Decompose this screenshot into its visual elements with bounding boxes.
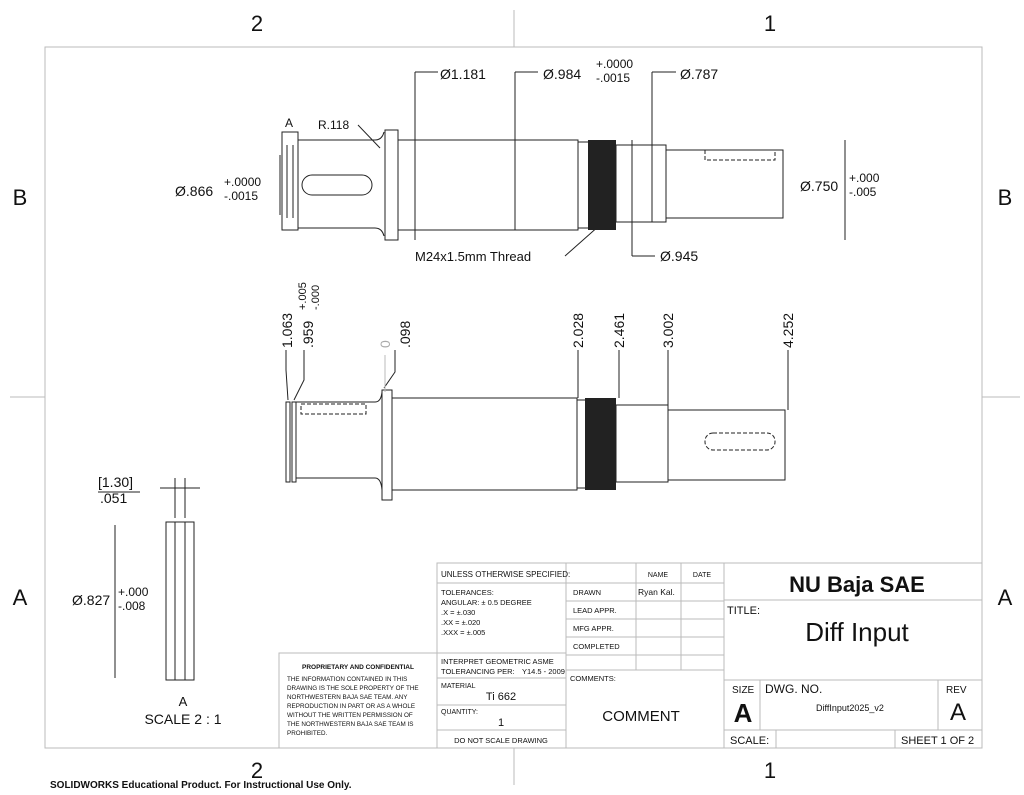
zone-label: A: [998, 585, 1013, 610]
detail-view-a: [1.30] .051 Ø.827 +.000 -.008 A SCALE 2 …: [72, 474, 222, 727]
unless-label: UNLESS OTHERWISE SPECIFIED:: [441, 570, 570, 579]
material-value: Ti 662: [486, 691, 516, 703]
rev-value: A: [950, 699, 966, 726]
xx-tolerance: .XX = ±.020: [441, 618, 480, 627]
drawn-name: Ryan Kal.: [638, 587, 675, 597]
proprietary-line: WITHOUT THE WRITTEN PERMISSION OF: [287, 712, 413, 719]
do-not-scale: DO NOT SCALE DRAWING: [454, 736, 548, 745]
diameter-dimension: Ø.866: [175, 183, 213, 199]
zone-label: 1: [764, 758, 776, 783]
radius-dimension: R.118: [318, 118, 349, 132]
ordinate-dimension: .098: [397, 321, 413, 348]
diameter-dimension: Ø.787: [680, 66, 718, 82]
diameter-dimension: Ø.827: [72, 592, 110, 608]
zone-label: B: [998, 185, 1013, 210]
tolerance-minus: -.000: [310, 285, 322, 310]
quantity-label: QUANTITY:: [441, 709, 478, 716]
mfg-appr-label: MFG APPR.: [573, 624, 614, 633]
view-scale: SCALE 2 : 1: [144, 711, 221, 727]
title-block: UNLESS OTHERWISE SPECIFIED: NAME DATE TO…: [278, 562, 983, 749]
tolerances-label: TOLERANCES:: [441, 588, 494, 597]
tolerance-plus: +.000: [118, 585, 149, 599]
ordinate-dimension: 2.028: [570, 313, 586, 348]
dwg-no-value: DiffInput2025_v2: [816, 703, 884, 713]
standard-value: Y14.5 - 2009: [522, 667, 565, 676]
zone-label: 2: [251, 11, 263, 36]
diameter-dimension: Ø.984: [543, 66, 581, 82]
name-header: NAME: [648, 572, 669, 579]
tolerance-plus: +.005: [297, 282, 309, 310]
zone-label: 1: [764, 11, 776, 36]
tolerance-minus: -.008: [118, 599, 146, 613]
material-label: MATERIAL: [441, 683, 476, 690]
interpret-label: INTERPRET GEOMETRIC ASME: [441, 657, 554, 666]
proprietary-line: THE NORTHWESTERN BAJA SAE TEAM IS: [287, 721, 413, 728]
ordinate-dimension: 4.252: [780, 313, 796, 348]
tolerancing-per-label: TOLERANCING PER:: [441, 667, 515, 676]
drawn-label: DRAWN: [573, 588, 601, 597]
tolerance-minus: -.0015: [224, 189, 258, 203]
thickness-mm: [1.30]: [98, 474, 133, 490]
xxx-tolerance: .XXX = ±.005: [441, 628, 485, 637]
size-label: SIZE: [732, 685, 755, 696]
completed-label: COMPLETED: [573, 642, 620, 651]
quantity-value: 1: [498, 717, 504, 729]
proprietary-line: NORTHWESTERN BAJA SAE TEAM. ANY: [287, 694, 408, 701]
section-label: A: [285, 116, 293, 130]
tolerance-plus: +.0000: [596, 57, 633, 71]
diameter-dimension: Ø.750: [800, 178, 838, 194]
thread-callout: M24x1.5mm Thread: [415, 249, 531, 264]
comments-label: COMMENTS:: [570, 674, 616, 683]
thickness-in: .051: [100, 490, 127, 506]
proprietary-title: PROPRIETARY AND CONFIDENTIAL: [302, 664, 414, 671]
angular-tolerance: ANGULAR: ± 0.5 DEGREE: [441, 598, 532, 607]
x-tolerance: .X = ±.030: [441, 608, 475, 617]
ordinate-dimension: 1.063: [279, 313, 295, 348]
size-value: A: [734, 698, 753, 728]
scale-label: SCALE:: [730, 735, 769, 747]
ordinate-dimension: .959: [300, 321, 316, 348]
ordinate-dimension: 2.461: [611, 313, 627, 348]
lead-appr-label: LEAD APPR.: [573, 606, 617, 615]
proprietary-line: REPRODUCTION IN PART OR AS A WHOLE: [287, 703, 415, 710]
comment-value: COMMENT: [602, 708, 680, 725]
top-view: A R.118 Ø.866 +.0000 -.0015 Ø1.181 Ø.984…: [175, 57, 880, 264]
ordinate-dimension: 3.002: [660, 313, 676, 348]
keyway-slot: [301, 174, 373, 196]
thread-section: [588, 140, 616, 230]
educational-watermark: SOLIDWORKS Educational Product. For Inst…: [50, 780, 352, 791]
view-label: A: [179, 694, 188, 709]
drawing-title: Diff Input: [805, 617, 909, 647]
date-header: DATE: [693, 572, 711, 579]
proprietary-line: PROHIBITED.: [287, 730, 327, 737]
rev-label: REV: [946, 685, 967, 696]
side-view: 1.063 .959 +.005 -.000 0 .098 2.028 2.46…: [279, 282, 796, 501]
tolerance-minus: -.005: [849, 185, 877, 199]
company-name: NU Baja SAE: [789, 572, 925, 597]
tolerance-plus: +.0000: [224, 175, 261, 189]
tolerance-plus: +.000: [849, 171, 880, 185]
zone-label: B: [13, 185, 28, 210]
dwg-no-label: DWG. NO.: [765, 682, 822, 696]
sheet-number: SHEET 1 OF 2: [901, 735, 974, 747]
thread-section: [585, 398, 616, 490]
zone-label: 2: [251, 758, 263, 783]
zone-label: A: [13, 585, 28, 610]
proprietary-line: DRAWING IS THE SOLE PROPERTY OF THE: [287, 685, 419, 692]
tolerance-minus: -.0015: [596, 71, 630, 85]
diameter-dimension: Ø.945: [660, 248, 698, 264]
diameter-dimension: Ø1.181: [440, 66, 486, 82]
proprietary-line: THE INFORMATION CONTAINED IN THIS: [287, 676, 407, 683]
ordinate-dimension: 0: [377, 340, 393, 348]
title-label: TITLE:: [727, 605, 760, 617]
proprietary-text: THE INFORMATION CONTAINED IN THIS DRAWIN…: [287, 676, 419, 737]
